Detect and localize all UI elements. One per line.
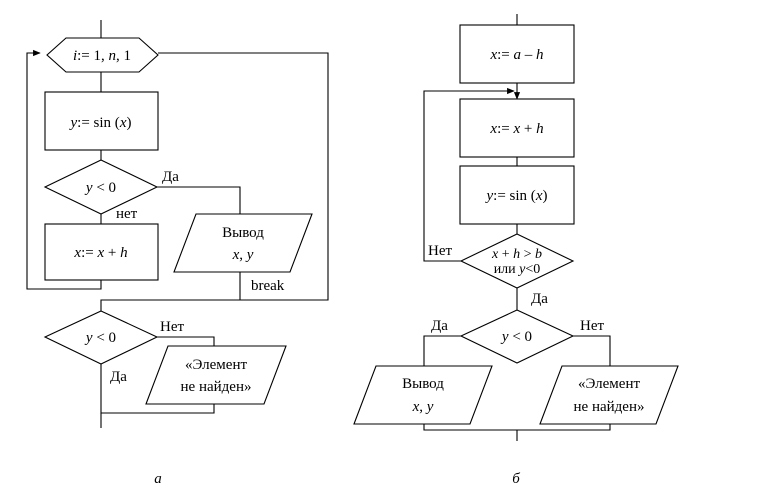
no-label-b: Нет (428, 243, 452, 259)
assign-x-text: x:= x + h (73, 245, 127, 261)
caption-a: а (154, 471, 162, 487)
output-block: Вывод x, y (173, 213, 313, 273)
loop-header-text: i:= 1, n, 1 (73, 48, 131, 64)
output-label: Вывод (222, 225, 264, 241)
init-x-text: x:= a – h (489, 47, 543, 63)
output-block-b: Вывод x, y (353, 365, 493, 425)
break-label: break (251, 278, 285, 294)
flowchart-b: x:= a – h x:= x + h y:= sin (x) x + h > … (353, 14, 679, 487)
output-values-b: x, y (412, 399, 434, 415)
loop-header-hexagon: i:= 1, n, 1 (46, 37, 159, 73)
not-found-b-line2: не найден» (574, 399, 645, 415)
output-label-b: Вывод (402, 376, 444, 392)
init-x-block: x:= a – h (459, 24, 575, 84)
assign-y-block-b: y:= sin (x) (459, 165, 575, 225)
assign-y-block: y:= sin (x) (44, 91, 159, 151)
not-found-b-line1: «Элемент (578, 376, 641, 392)
assign-x-block: x:= x + h (44, 223, 159, 281)
not-found-block-b: «Элемент не найден» (539, 365, 679, 425)
assign-x-block-b: x:= x + h (459, 98, 575, 158)
no-label: нет (116, 206, 138, 222)
decision-2-text: y < 0 (84, 330, 116, 346)
output-values: x, y (232, 247, 254, 263)
decision-text: y < 0 (84, 180, 116, 196)
decision-y-negative-b: y < 0 (459, 309, 575, 364)
decision-bound-line2: или y<0 (494, 262, 541, 277)
yes-label-b: Да (531, 291, 548, 307)
flowchart-a: i:= 1, n, 1 y:= sin (x) y < 0 Да нет x:=… (26, 20, 329, 487)
decision-bound-line1: x + h > b (491, 247, 542, 262)
decision-y-negative: y < 0 (43, 159, 159, 215)
flowchart-b-connectors (423, 14, 611, 441)
flowchart-a-connectors (26, 20, 329, 428)
no-label-b-2: Нет (580, 318, 604, 334)
decision-y-negative-2: y < 0 (43, 310, 159, 365)
yes-label: Да (162, 169, 179, 185)
not-found-block: «Элемент не найден» (145, 345, 287, 405)
caption-b: б (512, 471, 520, 487)
yes-label-b-2: Да (431, 318, 448, 334)
no-label-2: Нет (160, 319, 184, 335)
not-found-line2: не найден» (181, 379, 252, 395)
assign-x-text-b: x:= x + h (489, 121, 543, 137)
yes-label-2: Да (110, 369, 127, 385)
decision-bound-check: x + h > b или y<0 (459, 233, 575, 289)
assign-y-text-b: y:= sin (x) (485, 188, 548, 204)
decision-y-text-b: y < 0 (500, 329, 532, 345)
assign-y-text: y:= sin (x) (69, 115, 132, 131)
not-found-line1: «Элемент (185, 357, 248, 373)
